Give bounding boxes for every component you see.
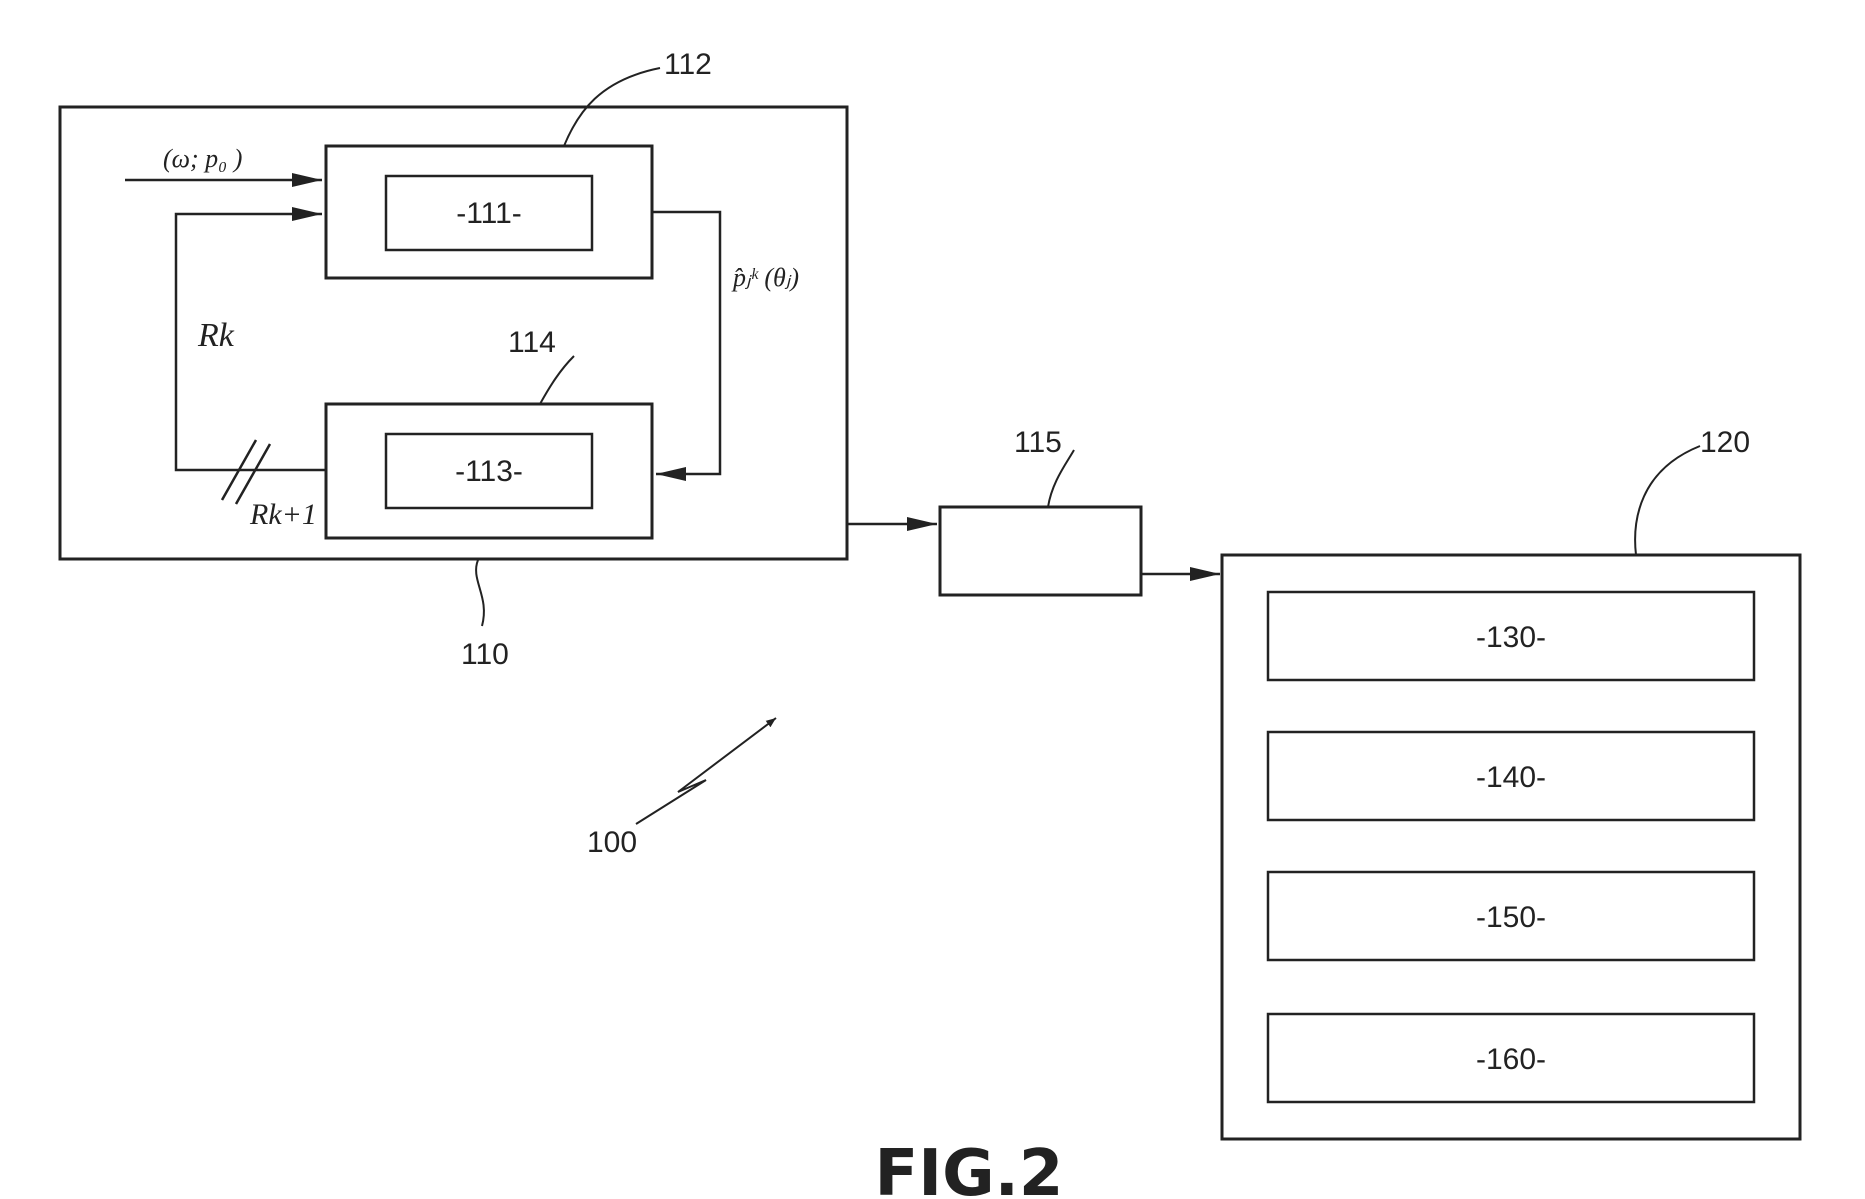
figure-label: FIG.2 — [875, 1137, 1064, 1199]
ref-120: 120 — [1700, 426, 1750, 459]
ref-110-leader — [476, 560, 484, 626]
feedback-out-label: Rk+1 — [249, 498, 317, 531]
estimate-path — [652, 212, 720, 474]
ref-100-arrow — [636, 718, 776, 824]
block-113-label: -113- — [455, 455, 523, 488]
ref-110: 110 — [461, 638, 509, 671]
ref-114-leader — [540, 356, 574, 404]
sub-block-150-label: -150- — [1476, 901, 1546, 934]
sub-block-160-label: -160- — [1476, 1043, 1546, 1076]
sub-block-130-label: -130- — [1476, 621, 1546, 654]
sub-block-140-label: -140- — [1476, 761, 1546, 794]
feedback-in-label: Rk — [197, 317, 235, 354]
feedback-break-mark — [222, 440, 270, 504]
ref-100: 100 — [587, 826, 637, 859]
ref-120-leader — [1635, 446, 1700, 555]
estimate-label: p̂ⱼᵏ (θⱼ) — [731, 263, 799, 292]
ref-115: 115 — [1014, 426, 1062, 459]
input-signal-label: (ω; p₀ ) — [163, 144, 242, 173]
ref-112: 112 — [664, 48, 712, 81]
block-115 — [940, 507, 1141, 595]
block-111-label: -111- — [456, 197, 522, 230]
ref-114: 114 — [508, 326, 556, 359]
